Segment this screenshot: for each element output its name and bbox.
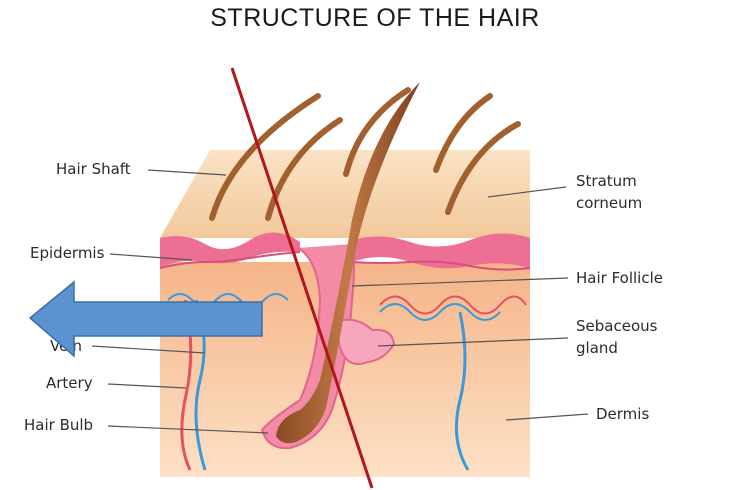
label-stratum-corneum-line1: Stratum [576, 172, 637, 190]
label-hair-follicle: Hair Follicle [576, 269, 663, 287]
hair-follicle [260, 243, 355, 450]
label-dermis: Dermis [596, 405, 650, 423]
label-hair-shaft: Hair Shaft [56, 160, 131, 178]
label-hair-bulb: Hair Bulb [24, 416, 94, 434]
label-stratum-corneum-line2: corneum [576, 194, 643, 212]
left-arrow-annotation [28, 280, 263, 358]
red-diagonal-annotation [230, 67, 374, 489]
label-epidermis: Epidermis [30, 244, 105, 262]
label-artery: Artery [46, 374, 93, 392]
leader-lines [91, 169, 589, 434]
main-hair [276, 82, 420, 444]
label-sebaceous-line1: Sebaceous [576, 317, 658, 335]
hair-shafts [209, 87, 521, 221]
epidermis-layer [160, 232, 530, 269]
sebaceous-gland [337, 318, 396, 365]
diagram-title: STRUCTURE OF THE HAIR [210, 4, 540, 32]
label-sebaceous-line2: gland [576, 339, 618, 357]
